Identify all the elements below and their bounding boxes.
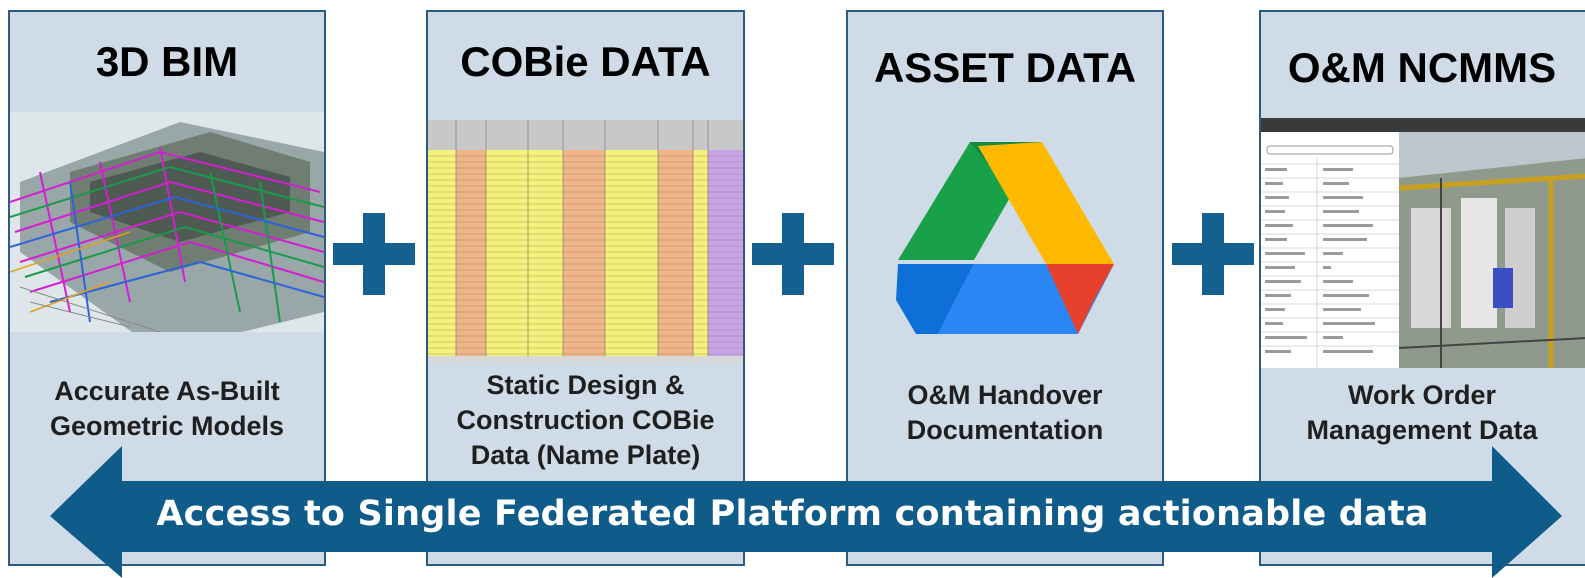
panel-title: 3D BIM (95, 38, 239, 85)
panel-cobie-data: COBie DATA (426, 10, 745, 566)
banner-text: Access to Single Federated Platform cont… (156, 494, 1429, 534)
panel-title: O&M NCMMS (1287, 44, 1557, 91)
panel-3d-bim: 3D BIM Accurat (8, 10, 326, 566)
panel-title: COBie DATA (460, 38, 711, 85)
plus-icon (752, 213, 834, 295)
cobie-spreadsheet-image (428, 120, 743, 363)
panel-subtitle: Accurate As-Built Geometric Models (49, 376, 285, 441)
google-drive-icon (894, 138, 1118, 342)
panel-asset-data: ASSET DATA O&M Handover Documentation (846, 10, 1164, 566)
ncmms-app-screenshot (1261, 118, 1585, 368)
panel-subtitle: Work Order Management Data (1306, 380, 1538, 445)
panel-subtitle: Static Design & Construction COBie Data … (456, 370, 715, 470)
plus-icon (1172, 213, 1254, 295)
plus-icon (333, 213, 415, 295)
panel-title: ASSET DATA (873, 44, 1137, 91)
bim-model-image (10, 112, 324, 332)
panel-subtitle: O&M Handover Documentation (906, 380, 1104, 445)
panel-om-ncmms: O&M NCMMS (1259, 10, 1585, 566)
